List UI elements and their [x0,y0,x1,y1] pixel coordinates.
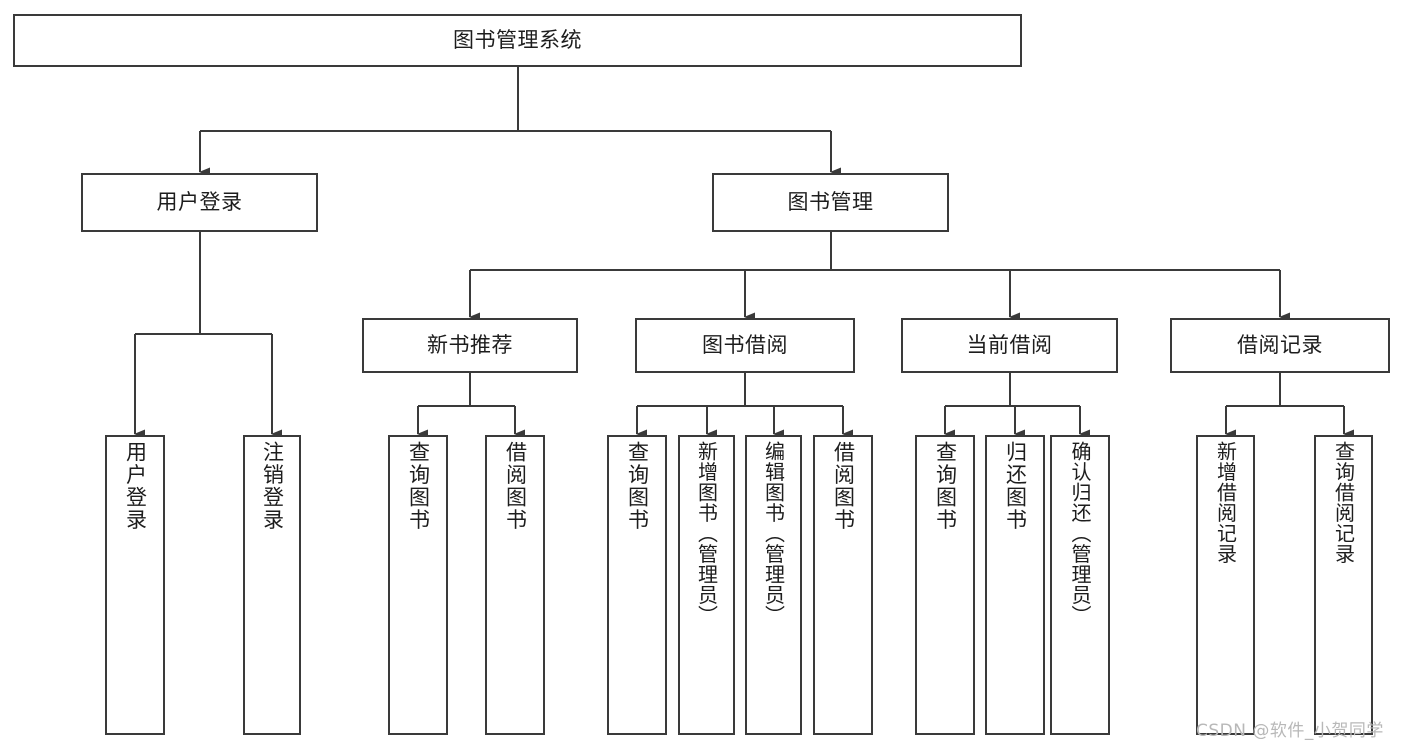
node-root[interactable]: 图书管理系统 [13,14,1022,67]
node-label-leaf-query-book-1: 查询图书 [406,441,431,531]
node-label-root: 图书管理系统 [453,28,582,53]
node-label-leaf-return-book: 归还图书 [1003,441,1028,531]
node-label-leaf-borrow-book-2: 借阅图书 [831,441,856,531]
node-current-borrow[interactable]: 当前借阅 [901,318,1118,373]
node-label-leaf-add-book-admin: 新增图书（管理员） [694,441,719,626]
node-label-leaf-query-borrow-record: 查询借阅记录 [1331,441,1356,564]
node-label-borrow-records: 借阅记录 [1237,333,1323,358]
node-leaf-add-borrow-record[interactable]: 新增借阅记录 [1196,435,1255,735]
node-label-leaf-user-login: 用户登录 [123,441,148,531]
node-leaf-user-login[interactable]: 用户登录 [105,435,165,735]
node-new-book-recommend[interactable]: 新书推荐 [362,318,578,373]
node-label-leaf-query-book-2: 查询图书 [625,441,650,531]
node-label-leaf-confirm-return-admin: 确认归还（管理员） [1068,441,1092,626]
csdn-watermark: CSDN @软件_小贺同学 [1196,721,1384,741]
node-label-book-management: 图书管理 [787,190,874,215]
node-leaf-user-logout[interactable]: 注销登录 [243,435,301,735]
node-leaf-edit-book-admin[interactable]: 编辑图书（管理员） [745,435,802,735]
node-leaf-add-book-admin[interactable]: 新增图书（管理员） [678,435,735,735]
node-label-leaf-borrow-book-1: 借阅图书 [503,441,528,531]
node-leaf-query-book-3[interactable]: 查询图书 [915,435,975,735]
node-leaf-query-book-1[interactable]: 查询图书 [388,435,448,735]
node-book-management[interactable]: 图书管理 [712,173,949,232]
node-label-leaf-edit-book-admin: 编辑图书（管理员） [761,441,786,626]
node-label-user-login: 用户登录 [156,190,243,215]
node-leaf-return-book[interactable]: 归还图书 [985,435,1045,735]
node-leaf-query-borrow-record[interactable]: 查询借阅记录 [1314,435,1373,735]
node-label-leaf-query-book-3: 查询图书 [933,441,958,531]
edge-paths [133,67,1354,439]
node-borrow-records[interactable]: 借阅记录 [1170,318,1390,373]
node-leaf-borrow-book-2[interactable]: 借阅图书 [813,435,873,735]
node-leaf-confirm-return-admin[interactable]: 确认归还（管理员） [1050,435,1110,735]
node-label-book-borrow: 图书借阅 [702,333,788,358]
node-label-new-book-recommend: 新书推荐 [427,333,513,358]
node-label-leaf-user-logout: 注销登录 [260,441,285,531]
node-leaf-query-book-2[interactable]: 查询图书 [607,435,667,735]
node-label-leaf-add-borrow-record: 新增借阅记录 [1213,441,1238,564]
node-label-current-borrow: 当前借阅 [966,333,1053,358]
node-book-borrow[interactable]: 图书借阅 [635,318,855,373]
node-leaf-borrow-book-1[interactable]: 借阅图书 [485,435,545,735]
node-user-login[interactable]: 用户登录 [81,173,318,232]
